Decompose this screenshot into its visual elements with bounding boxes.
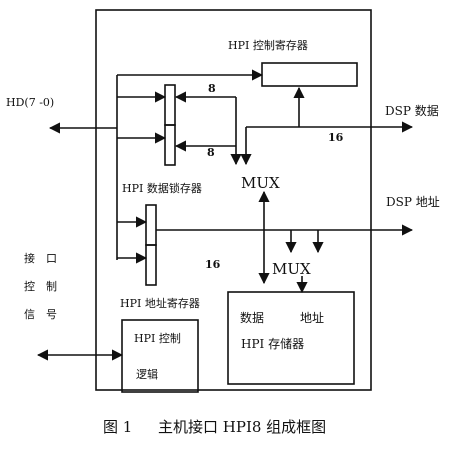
figure-caption: 主机接口 HPI8 组成框图	[158, 418, 326, 436]
hpi-data-latch-lower-cell	[164, 124, 176, 166]
memory-data-label: 数据	[240, 310, 264, 325]
figure-number: 图 1	[103, 418, 132, 436]
hpi-data-latch-label: HPI 数据锁存器	[122, 181, 202, 195]
hpi-control-logic-label-2: 逻辑	[136, 367, 158, 381]
hpi-module-frame	[95, 9, 372, 391]
hpi-memory-label: HPI 存储器	[241, 336, 304, 351]
memory-address-label: 地址	[300, 311, 324, 325]
hd-bus-label: HD(7 -0)	[6, 96, 54, 109]
bit-width-lower-label: 8	[207, 146, 215, 159]
hpi-data-latch-upper-cell	[164, 84, 176, 126]
bit-width-dsp-label: 16	[328, 131, 344, 144]
dsp-data-label: DSP 数据	[385, 103, 439, 118]
control-signal-label-2: 控 制	[24, 279, 57, 293]
hpi-address-register-upper-cell	[145, 204, 157, 246]
hpi-address-register-lower-cell	[145, 244, 157, 286]
dsp-address-label: DSP 地址	[386, 195, 440, 209]
hpi-memory-box	[227, 291, 355, 385]
hpi-control-register-label: HPI 控制寄存器	[228, 38, 308, 52]
control-signal-label-3: 信 号	[24, 308, 57, 321]
mux-upper-label: MUX	[241, 174, 280, 192]
bit-width-upper-label: 8	[208, 82, 216, 95]
hpi-control-logic-label-1: HPI 控制	[134, 331, 181, 345]
hpi-control-logic-box	[121, 319, 199, 393]
hpi-control-register-box	[261, 62, 358, 87]
mux-lower-label: MUX	[272, 260, 311, 278]
hpi-address-register-label: HPI 地址寄存器	[120, 296, 200, 310]
control-signal-label-1: 接 口	[24, 252, 57, 265]
bit-width-addr-label: 16	[205, 258, 221, 271]
